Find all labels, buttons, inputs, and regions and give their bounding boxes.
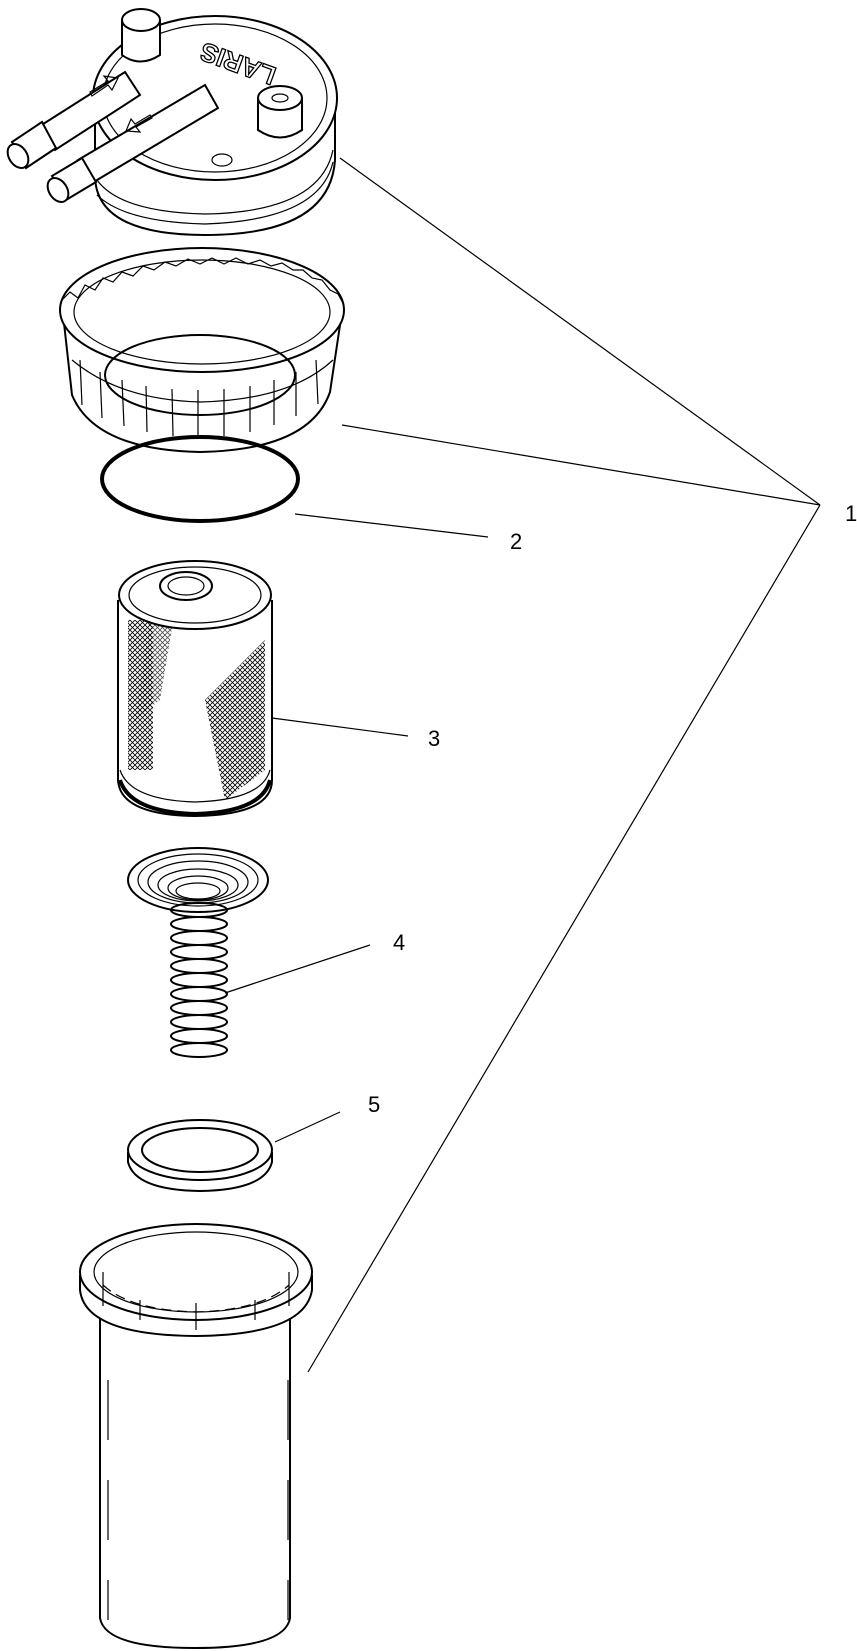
leader-2 [294,513,489,538]
leader-4 [224,944,371,994]
filter-element [117,560,273,818]
callout-3: 3 [428,726,440,751]
coil-spring [170,902,228,1058]
filter-bowl [79,1223,313,1650]
callout-4: 4 [393,930,405,955]
filter-head-cap: LARIS [6,8,338,237]
collar-ring [59,247,345,454]
gasket-washer [127,1119,273,1193]
leader-1-cap [339,157,821,506]
leader-5 [274,1111,341,1143]
callout-1: 1 [845,501,857,526]
callout-2: 2 [510,529,522,554]
leader-lines [224,157,821,1373]
spring-assembly [127,847,269,1058]
callout-5: 5 [368,1092,380,1117]
o-ring [100,435,300,523]
leader-3 [271,717,409,737]
leader-1-collar [341,424,821,506]
callout-labels: 1 2 3 4 5 [368,501,857,1117]
leader-1-bowl [307,504,821,1373]
